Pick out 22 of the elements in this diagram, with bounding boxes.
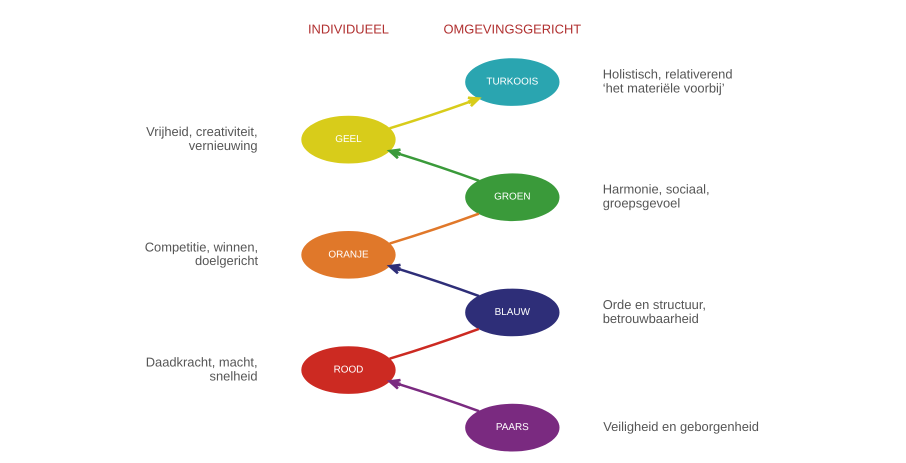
connector <box>389 212 480 245</box>
connector <box>389 328 480 360</box>
arrow <box>389 96 480 130</box>
node-label: Veiligheid en geborgenheid <box>603 419 759 434</box>
label: OMGEVINGSGERICHT <box>443 21 582 36</box>
node-ellipse: ORANJE <box>301 231 396 279</box>
node-label: Vrijheid, creativiteit, vernieuwing <box>146 124 258 153</box>
arrow <box>388 378 480 412</box>
label: INDIVIDUEEL <box>308 21 389 36</box>
node-ellipse: PAARS <box>465 404 560 452</box>
node-ellipse: GROEN <box>465 173 560 222</box>
arrow <box>388 148 480 182</box>
node-ellipse: ROOD <box>301 346 396 394</box>
node-label: Competitie, winnen, doelgericht <box>144 239 258 268</box>
node-ellipse: TURKOOIS <box>465 58 560 106</box>
node-label: Holistisch, relativerend ‘het materiële voorbij’ <box>602 66 733 96</box>
node-ellipse: GEEL <box>301 116 396 164</box>
node-label: Orde en structuur, betrouwbaarheid <box>602 296 706 326</box>
node-label: Harmonie, sociaal, groepsgevoel <box>602 182 710 211</box>
node-label: Daadkracht, macht, snelheid <box>146 354 258 384</box>
arrow <box>388 264 480 298</box>
node-ellipse: BLAUW <box>465 288 560 336</box>
